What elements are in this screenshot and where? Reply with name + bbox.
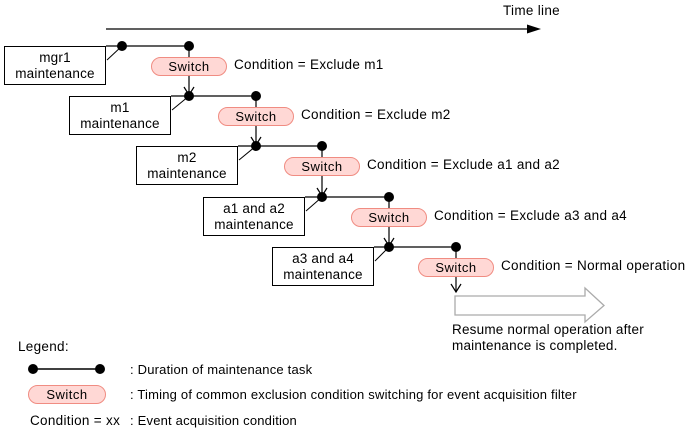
maintenance-box-m2: m2 maintenance [136, 146, 238, 185]
legend-duration-end-dot-icon [95, 364, 105, 374]
switch-pill: Switch [218, 107, 294, 126]
maintenance-box-a1-a2: a1 and a2 maintenance [203, 197, 305, 236]
duration-start-dot-icon [184, 91, 194, 101]
condition-label: Condition = Exclude m1 [234, 57, 384, 72]
duration-start-dot-icon [317, 192, 327, 202]
duration-start-dot-icon [251, 141, 261, 151]
box-title: a3 and a4 [292, 250, 354, 266]
timeline-arrowhead-icon [527, 24, 541, 34]
resume-note-line2: maintenance is completed. [452, 337, 618, 353]
resume-arrow-icon [454, 286, 605, 324]
condition-label: Condition = Normal operation [501, 258, 686, 273]
box-title: m2 [177, 149, 197, 165]
legend-heading: Legend: [18, 339, 69, 354]
down-arrowhead-icon [450, 283, 462, 294]
box-subtitle: maintenance [15, 65, 95, 81]
duration-start-dot-icon [384, 242, 394, 252]
box-subtitle: maintenance [80, 115, 160, 131]
switch-pill: Switch [351, 208, 427, 227]
condition-label: Condition = Exclude a3 and a4 [434, 208, 627, 223]
condition-label: Condition = Exclude m2 [301, 107, 451, 122]
switch-label: Switch [235, 109, 277, 124]
resume-note: Resume normal operation after maintenanc… [452, 322, 644, 353]
legend-switch-label: : Timing of common exclusion condition s… [130, 387, 577, 402]
box-subtitle: maintenance [283, 266, 363, 282]
duration-start-dot-icon [117, 41, 127, 51]
legend-duration-label: : Duration of maintenance task [130, 362, 313, 377]
maintenance-box-mgr1: mgr1 maintenance [4, 46, 106, 85]
box-subtitle: maintenance [147, 165, 227, 181]
legend-duration-start-dot-icon [28, 364, 38, 374]
box-title: m1 [110, 99, 130, 115]
timeline-label: Time line [503, 3, 560, 18]
switch-pill: Switch [151, 57, 227, 76]
box-subtitle: maintenance [214, 216, 294, 232]
legend-condition-label: : Event acquisition condition [130, 413, 297, 428]
legend-switch-pill: Switch [28, 385, 106, 404]
maintenance-box-a3-a4: a3 and a4 maintenance [272, 247, 374, 286]
box-title: a1 and a2 [223, 200, 285, 216]
box-title: mgr1 [39, 49, 71, 65]
switch-label: Switch [435, 260, 477, 275]
legend-condition-symbol: Condition = xx [30, 413, 121, 428]
resume-note-line1: Resume normal operation after [452, 322, 644, 337]
condition-label: Condition = Exclude a1 and a2 [367, 157, 560, 172]
legend-switch-symbol: Switch [46, 387, 88, 402]
switch-label: Switch [168, 59, 210, 74]
switch-pill: Switch [418, 258, 494, 277]
switch-label: Switch [368, 210, 410, 225]
switch-pill: Switch [284, 157, 360, 176]
switch-label: Switch [301, 159, 343, 174]
maintenance-box-m1: m1 maintenance [69, 96, 171, 135]
